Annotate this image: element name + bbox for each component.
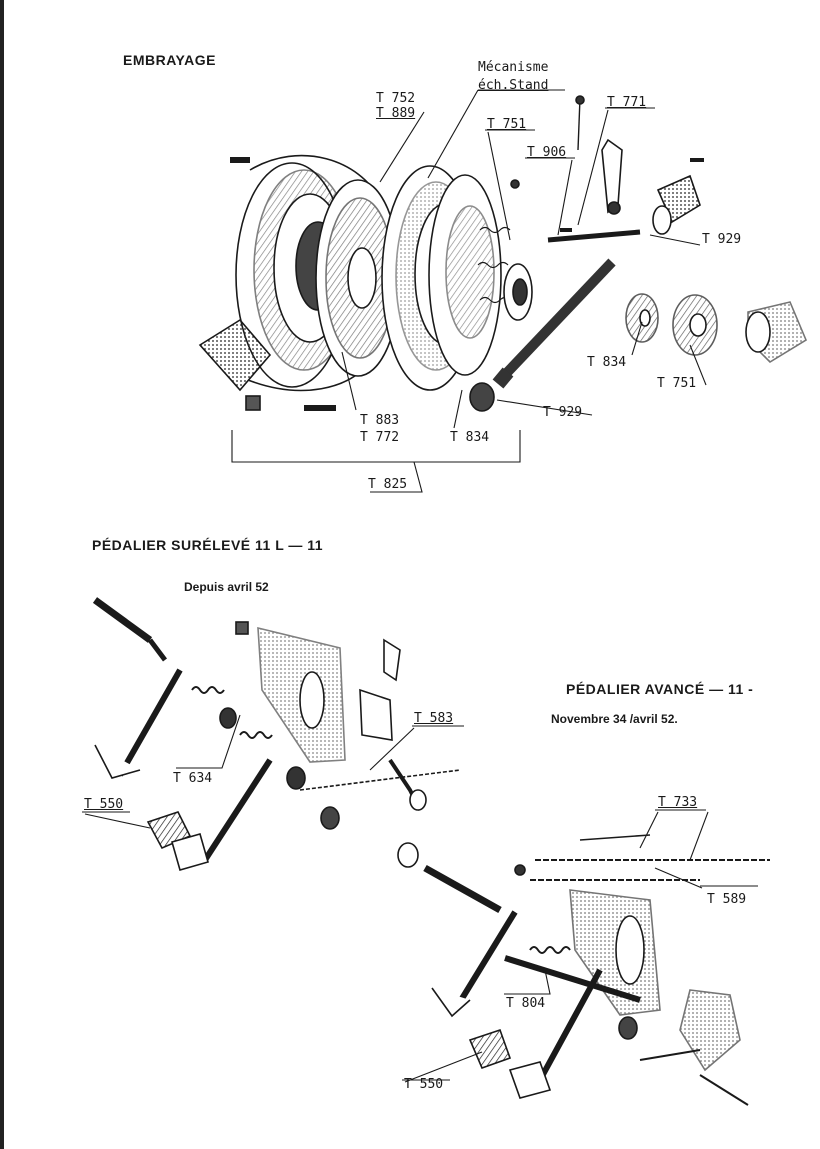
label-t550-forward: T 550 <box>404 1077 444 1092</box>
section-subtitle-pedalier-avance: Novembre 34 /avril 52. <box>551 712 678 726</box>
clutch-leader-lines <box>231 89 707 493</box>
label-t751-top: T 751 <box>487 117 527 132</box>
section-title-embrayage: EMBRAYAGE <box>123 52 216 68</box>
section-title-pedalier-sureleve: PÉDALIER SURÉLEVÉ 11 L — 11 <box>92 537 324 553</box>
label-t550-raised: T 550 <box>84 797 124 812</box>
label-t929-right: T 929 <box>702 232 742 247</box>
label-mecanisme: Mécanisme <box>478 60 549 75</box>
label-t825: T 825 <box>368 477 408 492</box>
forward-pedal-leader-lines <box>402 809 758 1083</box>
label-t883: T 883 <box>360 413 400 428</box>
label-t589: T 589 <box>707 892 747 907</box>
label-t751-right: T 751 <box>657 376 697 391</box>
clutch-assembly-drawing <box>198 95 808 412</box>
label-t752: T 752 <box>376 91 416 106</box>
label-t929-bottom: T 929 <box>543 405 583 420</box>
label-t583: T 583 <box>414 711 454 726</box>
label-t771: T 771 <box>607 95 647 110</box>
forward-pedal-assembly-drawing <box>397 834 770 1106</box>
label-t634: T 634 <box>173 771 213 786</box>
label-t834-right: T 834 <box>587 355 627 370</box>
raised-pedal-leader-lines <box>82 714 464 829</box>
label-t772: T 772 <box>360 430 400 445</box>
section-title-pedalier-avance: PÉDALIER AVANCÉ — 11 - <box>566 681 754 697</box>
label-t804: T 804 <box>506 996 546 1011</box>
label-t906: T 906 <box>527 145 567 160</box>
scan-edge <box>0 0 4 1149</box>
label-t834-bottom: T 834 <box>450 430 490 445</box>
label-t733: T 733 <box>658 795 698 810</box>
label-ech-stand: éch.Stand <box>478 78 549 93</box>
raised-pedal-assembly-drawing <box>92 597 461 871</box>
section-subtitle-pedalier-sureleve: Depuis avril 52 <box>184 580 269 594</box>
label-t889: T 889 <box>376 106 416 121</box>
